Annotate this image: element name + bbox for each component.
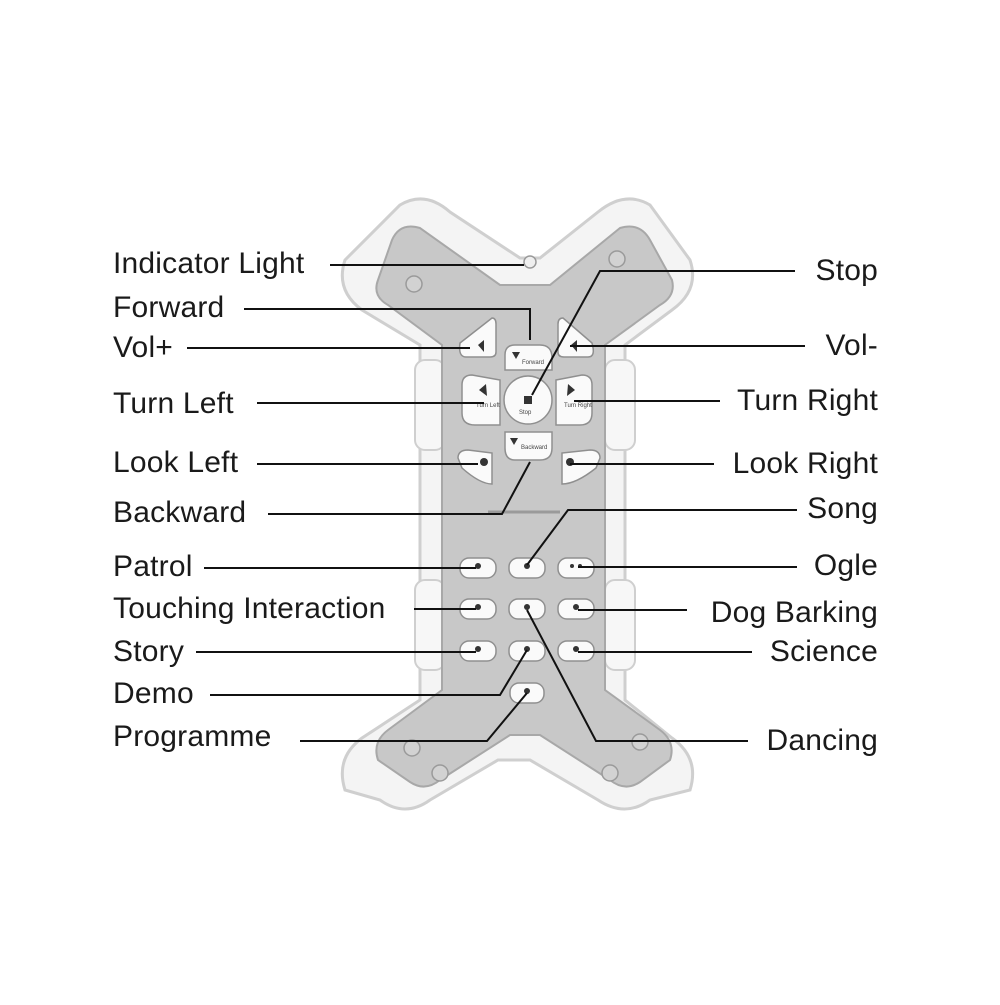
remote-body: [375, 225, 674, 788]
label-demo: Demo: [113, 677, 194, 710]
dog-icon: [573, 604, 579, 610]
label-science: Science: [769, 635, 878, 668]
stop-icon: [524, 396, 532, 404]
indicator-light: [523, 255, 537, 269]
label-touching-interaction: Touching Interaction: [113, 592, 386, 625]
turn-left-button[interactable]: [461, 374, 501, 426]
label-turn-right: Turn Right: [737, 384, 878, 417]
forward-button-label: Forward: [522, 360, 544, 366]
hand-icon: [475, 604, 481, 610]
leader-lines: [187, 264, 805, 742]
label-turn-left: Turn Left: [113, 387, 234, 420]
label-look-left: Look Left: [113, 446, 239, 479]
eyes-icon: [570, 564, 574, 568]
label-stop: Stop: [815, 254, 878, 287]
label-look-right: Look Right: [732, 447, 878, 480]
speaker-icon: [478, 340, 484, 352]
turn-left-button-label: Turn Left: [476, 403, 500, 409]
label-song: Song: [807, 492, 878, 525]
turn-right-icon: [567, 384, 575, 396]
label-dog-barking: Dog Barking: [710, 596, 878, 629]
label-patrol: Patrol: [113, 550, 193, 583]
book-icon: [475, 646, 481, 652]
label-indicator-light: Indicator Light: [113, 247, 305, 280]
turn-left-icon: [479, 384, 487, 396]
label-programme: Programme: [113, 720, 272, 753]
vol-minus-button[interactable]: [557, 317, 595, 358]
stop-button-label: Stop: [519, 410, 532, 416]
walker-icon: [475, 563, 481, 569]
backward-button-label: Backward: [521, 445, 547, 451]
down-arrow-icon: [510, 438, 518, 445]
label-vol-minus: Vol-: [825, 329, 878, 362]
label-ogle: Ogle: [813, 549, 878, 582]
up-arrow-icon: [512, 352, 520, 359]
label-story: Story: [113, 635, 185, 668]
demo-icon: [524, 646, 530, 652]
gear-icon: [524, 688, 530, 694]
label-backward: Backward: [113, 496, 247, 529]
turn-right-button-label: Turn Right: [564, 403, 592, 409]
label-vol-plus: Vol+: [113, 331, 174, 364]
label-forward: Forward: [113, 291, 225, 324]
dancer-icon: [524, 604, 530, 610]
label-dancing: Dancing: [766, 724, 878, 757]
eye-icon: [480, 458, 488, 466]
forward-button[interactable]: [504, 344, 553, 371]
graduation-cap-icon: [573, 646, 579, 652]
